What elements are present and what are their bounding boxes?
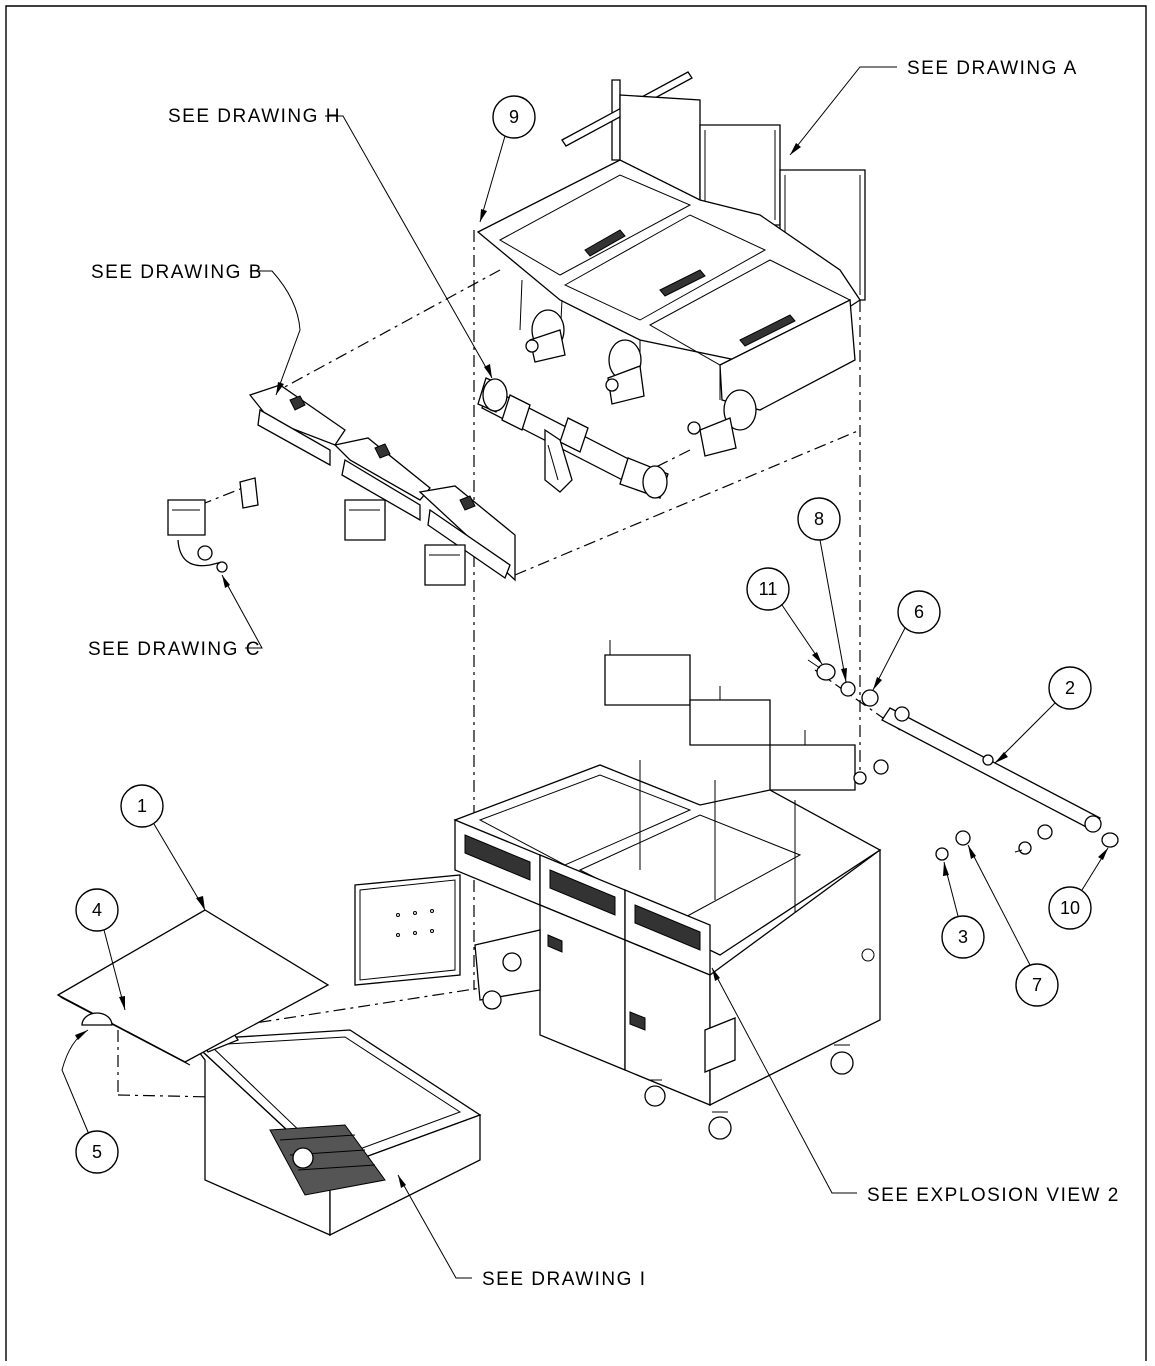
balloon-5 bbox=[75, 1130, 119, 1174]
balloon-10-number: 10 bbox=[1060, 898, 1080, 918]
frypot-assembly bbox=[476, 71, 866, 457]
balloon-8-number: 8 bbox=[814, 509, 824, 529]
balloon-3-number: 3 bbox=[958, 927, 968, 947]
drain-manifold bbox=[477, 377, 669, 499]
reference-callouts: SEE DRAWING A SEE DRAWING H SEE DRAWING … bbox=[88, 58, 1120, 1290]
balloon-11 bbox=[746, 567, 790, 611]
fryer-cabinet bbox=[354, 640, 882, 1140]
label-see-drawing-b: SEE DRAWING B bbox=[91, 262, 263, 283]
balloon-2 bbox=[1048, 666, 1092, 710]
balloon-11-number: 11 bbox=[759, 579, 778, 599]
label-see-drawing-a: SEE DRAWING A bbox=[907, 58, 1078, 79]
balloon-7-number: 7 bbox=[1032, 975, 1042, 995]
balloon-4 bbox=[75, 888, 119, 932]
balloon-9-number: 9 bbox=[509, 107, 519, 127]
label-see-explosion-view-2: SEE EXPLOSION VIEW 2 bbox=[867, 1185, 1120, 1206]
filter-cover bbox=[56, 909, 330, 1066]
balloon-9 bbox=[492, 95, 536, 139]
balloon-7 bbox=[1015, 963, 1059, 1007]
label-see-drawing-c: SEE DRAWING C bbox=[88, 639, 261, 660]
balloon-5-number: 5 bbox=[92, 1142, 102, 1162]
balloons: 1 2 3 4 5 6 7 8 bbox=[61, 95, 1109, 1174]
balloon-1-number: 1 bbox=[137, 796, 147, 816]
label-see-drawing-h: SEE DRAWING H bbox=[168, 106, 341, 127]
balloon-8 bbox=[797, 497, 841, 541]
oil-return-manifold bbox=[807, 659, 1119, 861]
balloon-6-number: 6 bbox=[914, 602, 924, 622]
sheet-border bbox=[5, 5, 1147, 1361]
balloon-10 bbox=[1048, 886, 1092, 930]
burner-manifold bbox=[167, 384, 516, 586]
label-see-drawing-i: SEE DRAWING I bbox=[482, 1269, 646, 1290]
balloon-4-number: 4 bbox=[92, 900, 102, 920]
balloon-6 bbox=[897, 590, 941, 634]
balloon-1 bbox=[120, 784, 164, 828]
filter-pan bbox=[188, 1026, 482, 1237]
balloon-2-number: 2 bbox=[1065, 678, 1075, 698]
balloon-3 bbox=[941, 915, 985, 959]
